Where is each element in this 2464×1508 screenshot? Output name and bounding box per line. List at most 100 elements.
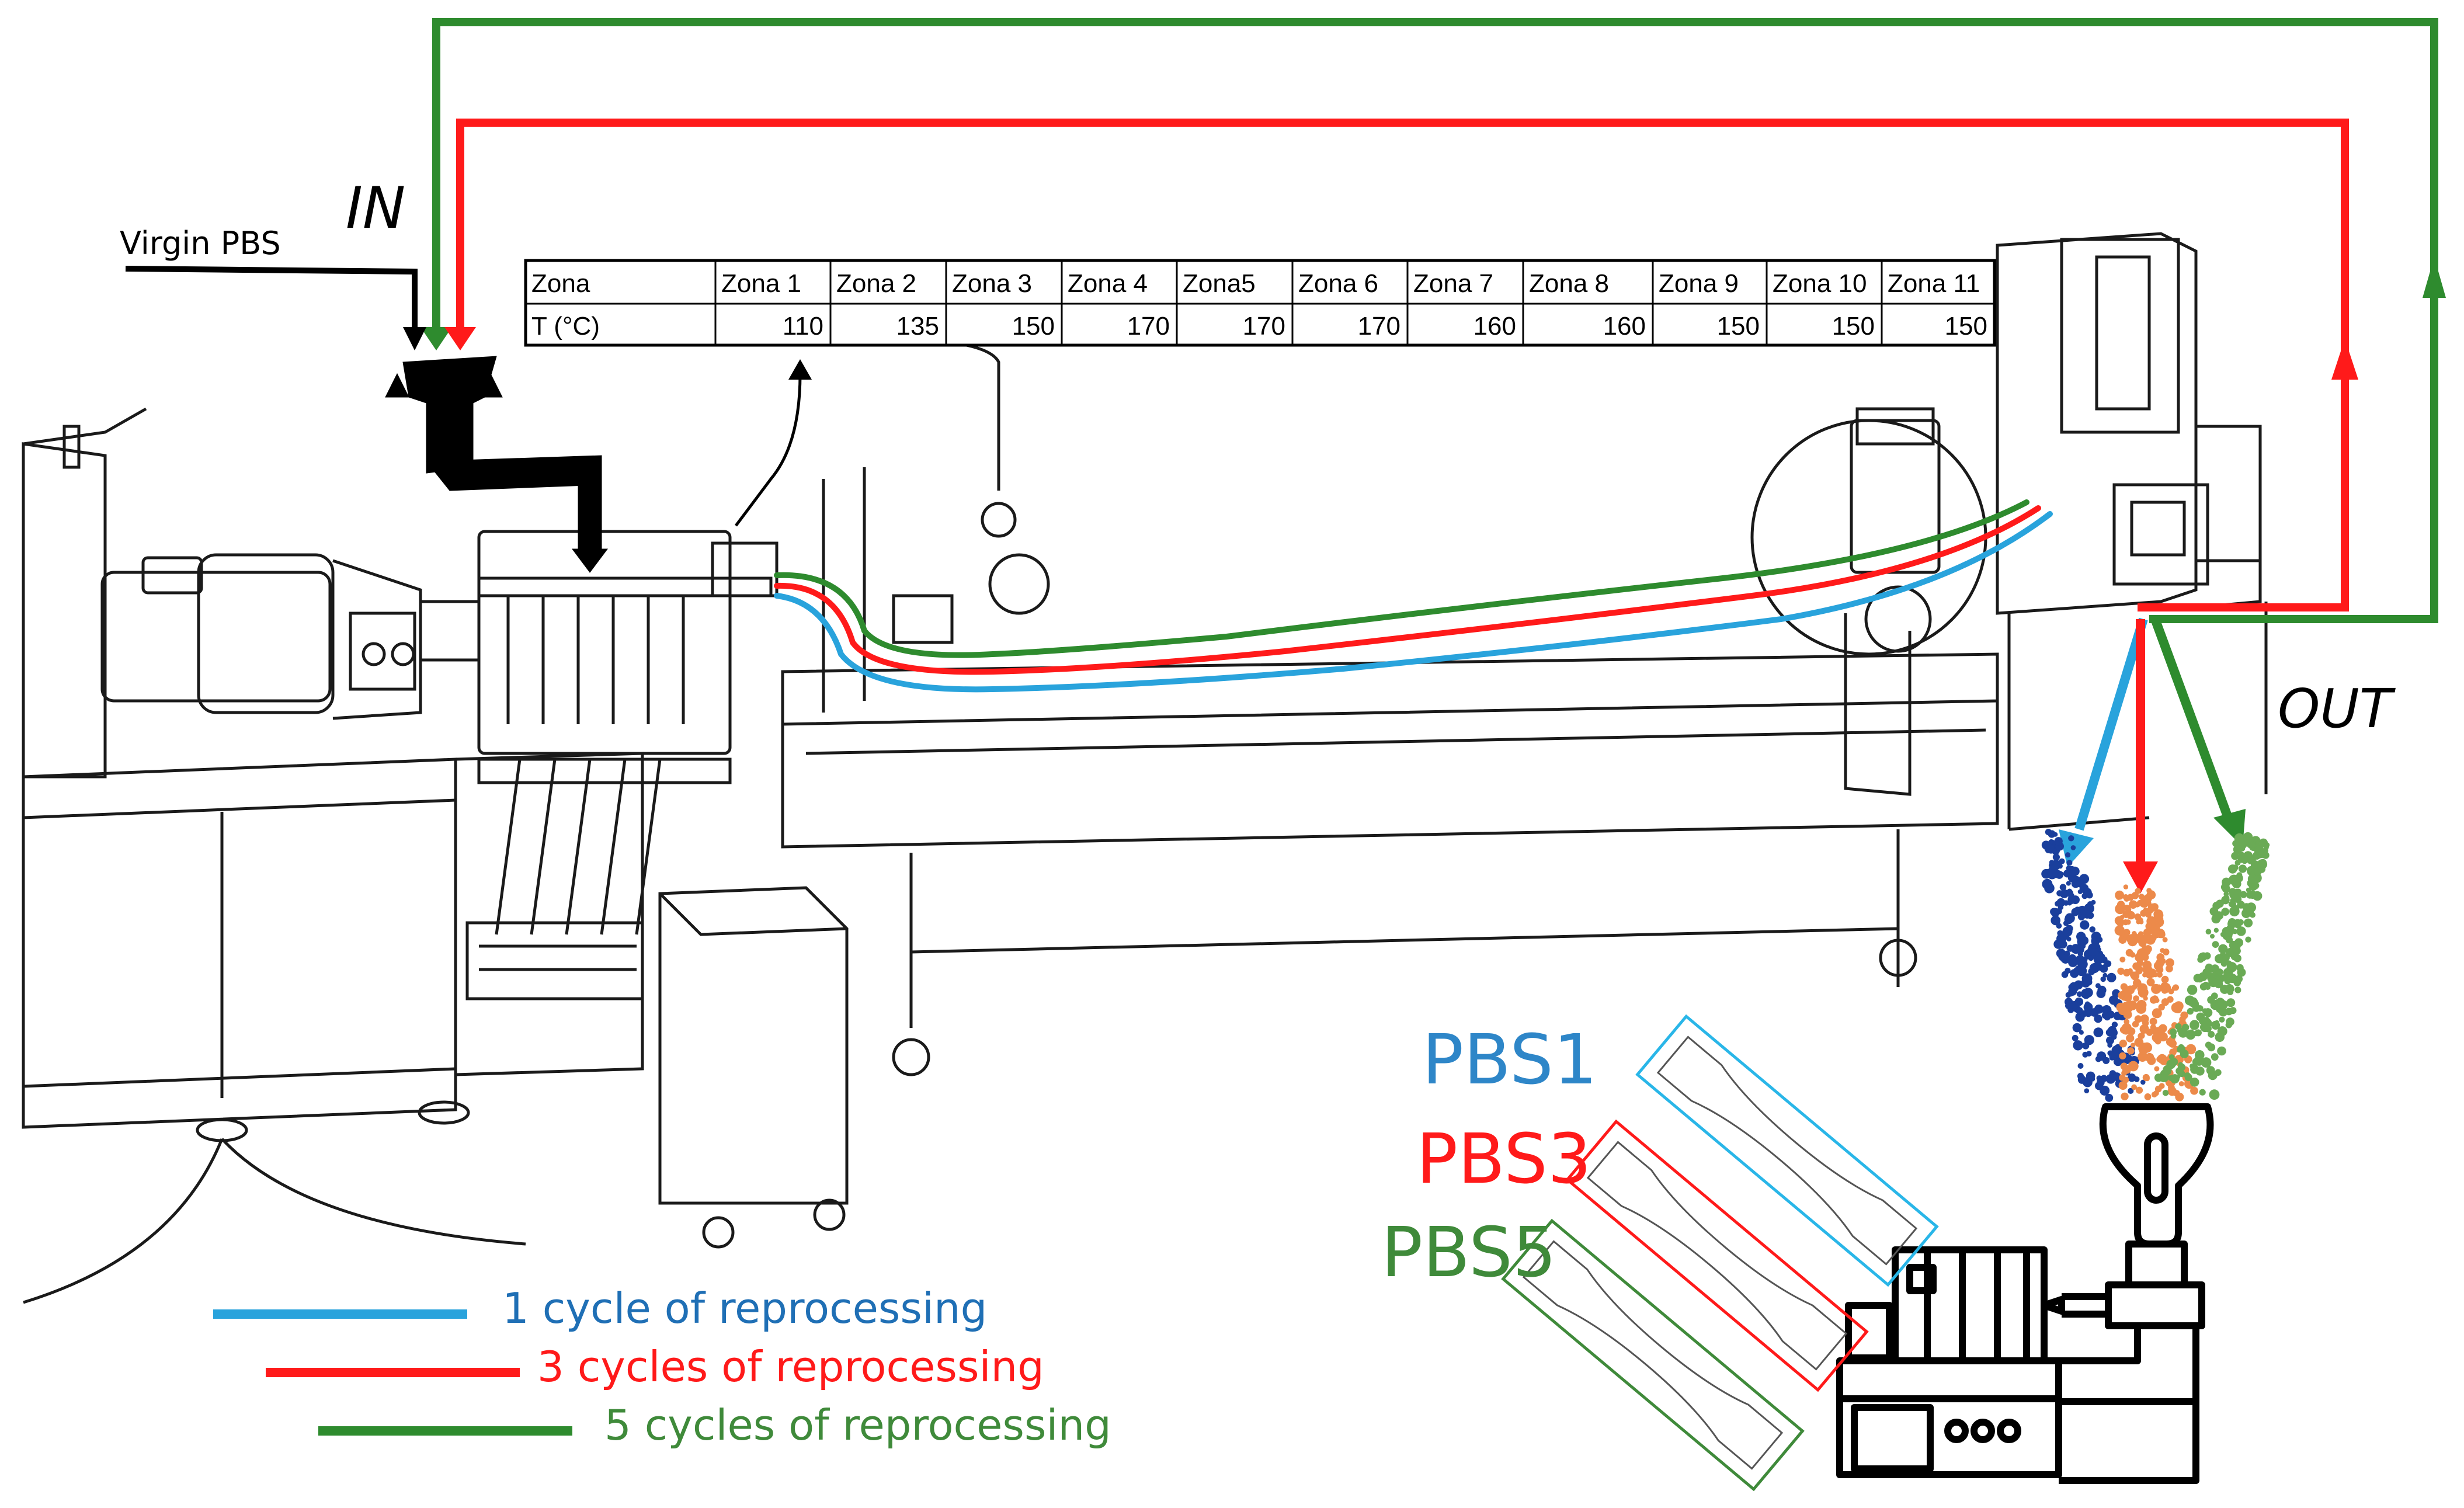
pellet-dot xyxy=(2107,1010,2115,1019)
tensile-specimen-pbs3 xyxy=(1565,1119,1869,1392)
pellet-dot xyxy=(2098,987,2104,992)
table-header-cell: Zona xyxy=(531,269,590,298)
pellet-dot xyxy=(2170,1074,2180,1084)
pellet-dot xyxy=(2131,984,2138,990)
table-header-cell: Zona 8 xyxy=(1529,269,1609,298)
pellet-dot xyxy=(2178,1081,2184,1087)
pellet-dot xyxy=(2088,968,2095,975)
pellet-dot xyxy=(2138,1033,2145,1040)
pellet-dot xyxy=(2255,845,2264,855)
pellet-dot xyxy=(2119,1052,2126,1059)
pellet-dot xyxy=(2129,900,2138,909)
outlet-arrowhead-blue xyxy=(2059,829,2094,867)
pellet-dot xyxy=(2132,1020,2139,1028)
pellet-dot xyxy=(2212,902,2221,910)
pellet-dot xyxy=(2229,940,2239,950)
pellet-dot xyxy=(2168,1054,2175,1060)
pellet-dot xyxy=(2184,1072,2191,1079)
pellet-dot xyxy=(2234,905,2239,910)
pellet-dot xyxy=(2062,926,2073,937)
table-pointer-arrowhead xyxy=(788,359,812,380)
pellet-dot xyxy=(2216,968,2223,976)
tensile-specimen-pbs1 xyxy=(1635,1014,1939,1287)
table-value-cell: 160 xyxy=(1473,312,1516,340)
pellet-dot xyxy=(2087,901,2093,907)
table-header-cell: Zona5 xyxy=(1183,269,1256,298)
blue-strand xyxy=(774,511,2053,693)
pellet-dot xyxy=(2211,1053,2219,1061)
outlet-arrowhead-red xyxy=(2123,861,2158,894)
pellet-dot xyxy=(2215,1069,2222,1076)
pellet-dot xyxy=(2132,962,2140,970)
pellet-dot xyxy=(2111,1021,2118,1028)
table-value-cell: 160 xyxy=(1603,312,1646,340)
pellet-dot xyxy=(2067,901,2072,906)
pellet-dot xyxy=(2052,853,2060,861)
pellet-dot xyxy=(2159,1024,2167,1033)
pellet-dot xyxy=(2100,976,2106,982)
pellet-dot xyxy=(2220,984,2230,994)
virgin-feed-arrowhead xyxy=(403,327,426,350)
pellet-dot xyxy=(2076,991,2083,998)
table-header-cell: Zona 4 xyxy=(1068,269,1148,298)
pellet-dot xyxy=(2207,974,2215,982)
pellet-dot xyxy=(2146,888,2152,894)
pellet-dot xyxy=(2070,866,2080,876)
green-up-arrowhead xyxy=(2423,257,2446,298)
pellet-dot xyxy=(2113,1057,2123,1066)
pellet-dot xyxy=(2140,945,2151,956)
pellet-dot xyxy=(2134,1015,2142,1023)
pellet-dot xyxy=(2080,920,2090,930)
pellet-dot xyxy=(2082,1051,2088,1058)
pellet-dot xyxy=(2177,1063,2186,1071)
pellet-dot xyxy=(2146,916,2157,926)
pellet-dot xyxy=(2180,1050,2189,1058)
pellet-dot xyxy=(2084,1035,2094,1045)
pellet-dot xyxy=(2246,836,2253,844)
pellet-dot xyxy=(2220,960,2228,967)
pellet-dot xyxy=(2067,888,2073,894)
pellet-dot xyxy=(2133,995,2140,1002)
pellet-dot xyxy=(2190,1086,2198,1095)
pellet-dot xyxy=(2126,1034,2135,1043)
pellet-dot xyxy=(2105,1074,2116,1084)
pellet-dot xyxy=(2065,1002,2072,1009)
pellet-dot xyxy=(2150,894,2156,899)
pellet-dot xyxy=(2214,979,2223,989)
pellet-dot xyxy=(2051,915,2060,926)
pellet-dot xyxy=(2200,972,2208,980)
injection-molding-machine-icon xyxy=(1836,1103,2214,1484)
pellet-dot xyxy=(2055,908,2062,915)
pellet-dot xyxy=(2154,1073,2163,1082)
pellet-dot xyxy=(2066,936,2072,941)
pellet-dot xyxy=(2083,988,2093,998)
pellet-dot xyxy=(2217,1008,2223,1013)
pellet-dot xyxy=(2226,1017,2234,1026)
pellet-dot xyxy=(2070,845,2076,850)
pellet-dot xyxy=(2119,1026,2127,1034)
polymer-strands xyxy=(774,499,2053,693)
pellet-dot xyxy=(2154,1066,2160,1072)
pellet-dot xyxy=(2234,874,2243,882)
pellet-dot xyxy=(2118,1081,2128,1090)
pellet-dot xyxy=(2122,894,2129,901)
pellet-dot xyxy=(2073,906,2081,915)
pellet-dot xyxy=(2103,1059,2108,1064)
pellet-dot xyxy=(2149,1017,2157,1026)
pellet-dot xyxy=(2151,1092,2157,1098)
pellet-dot xyxy=(2056,898,2066,907)
pellet-dot xyxy=(2127,1047,2135,1055)
pellet-dot xyxy=(2246,891,2254,899)
pellet-dot xyxy=(2212,941,2219,948)
green-strand xyxy=(774,499,2029,658)
pellet-dot xyxy=(2240,891,2247,898)
pellet-dot xyxy=(2128,1061,2139,1072)
pellet-dot xyxy=(2166,1038,2172,1044)
pellet-dot xyxy=(2215,1032,2225,1042)
pellet-dot xyxy=(2140,934,2150,944)
pellet-dot xyxy=(2179,1045,2185,1052)
pellet-dot xyxy=(2237,919,2244,926)
pellet-dot xyxy=(2050,908,2058,916)
pellet-dot xyxy=(2131,1043,2136,1048)
